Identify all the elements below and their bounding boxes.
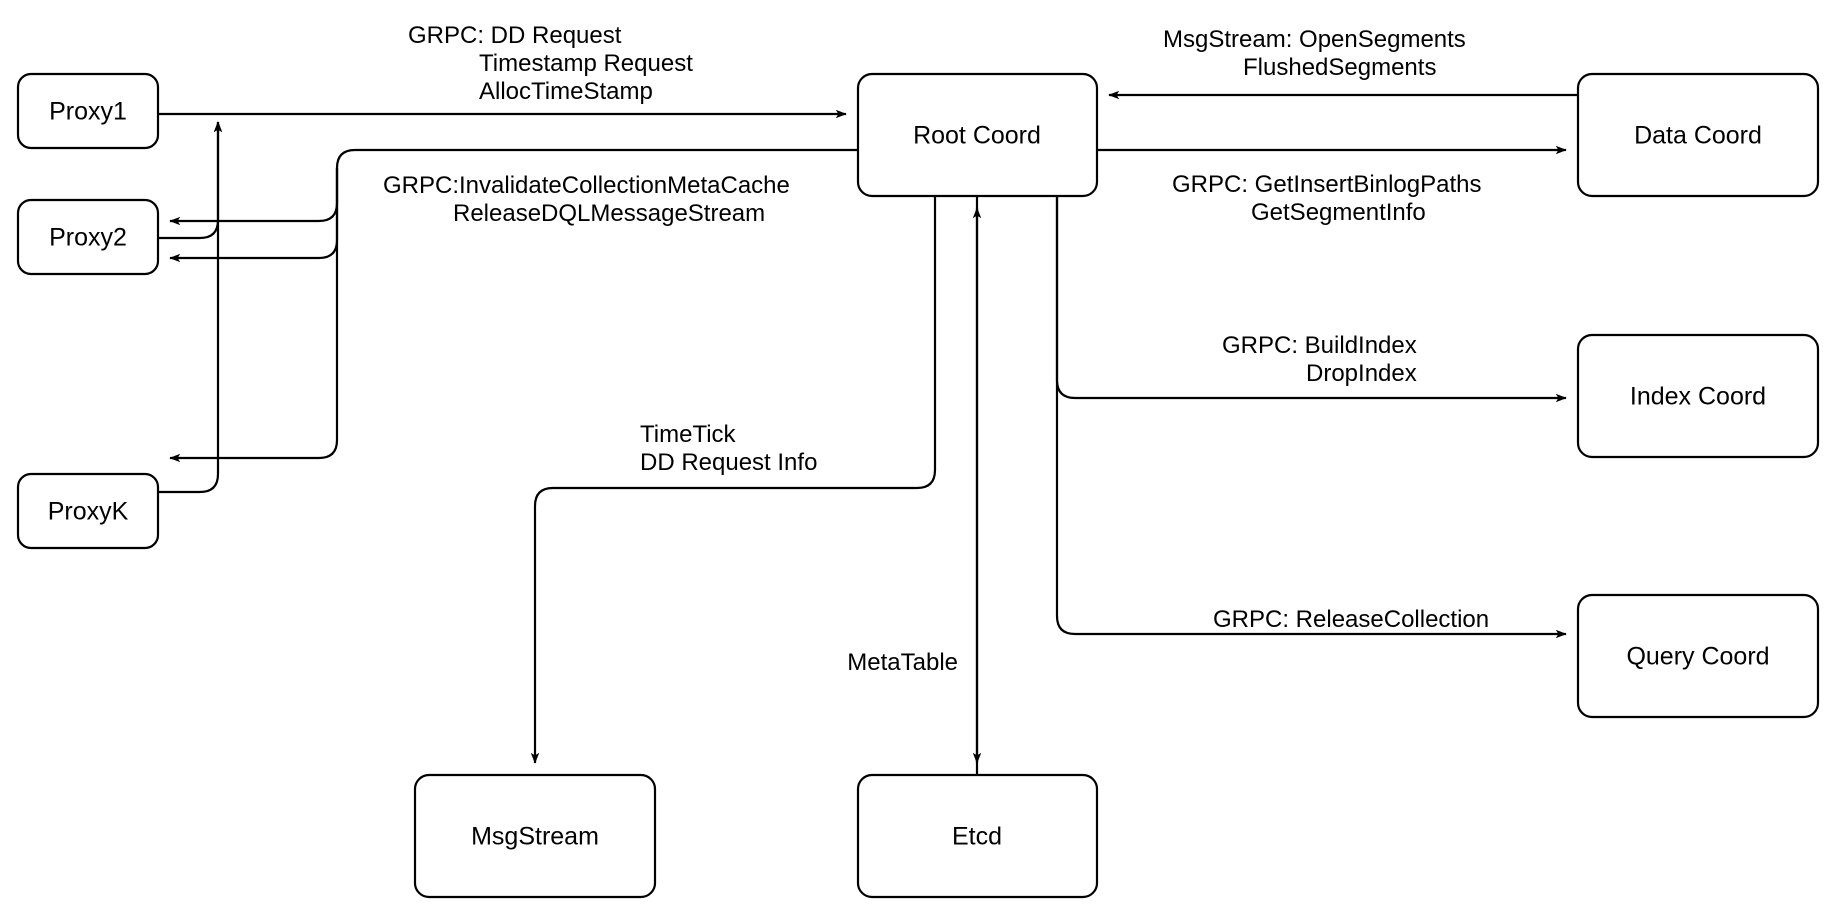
edge-label-grpc-get-insert-binlog-paths: GRPC: GetInsertBinlogPaths [1172, 171, 1481, 198]
node-root-coord[interactable]: Root Coord [856, 72, 1099, 198]
node-msgstream[interactable]: MsgStream [413, 773, 657, 899]
edge-label-time-tick: TimeTick [640, 421, 737, 448]
edge-label-flushed-segments: FlushedSegments [1243, 54, 1436, 81]
proxyk-box[interactable] [16, 472, 160, 550]
edge-label-invalidate-collection-meta-cache: GRPC:InvalidateCollectionMetaCache [383, 172, 790, 199]
edge-label-grpc-build-index: GRPC: BuildIndex [1222, 332, 1417, 359]
edge-label-msgstream-open-segments: MsgStream: OpenSegments [1163, 26, 1466, 53]
node-index-coord[interactable]: Index Coord [1576, 333, 1820, 459]
node-proxy2[interactable]: Proxy2 [16, 198, 160, 276]
data-coord-box[interactable] [1576, 72, 1820, 198]
index-coord-label: Index Coord [1630, 383, 1766, 411]
node-query-coord[interactable]: Query Coord [1576, 593, 1820, 719]
node-etcd[interactable]: Etcd [856, 773, 1099, 899]
root-coord-box[interactable] [856, 72, 1099, 198]
query-coord-label: Query Coord [1626, 643, 1769, 671]
edge-rootcoord-to-querycoord [1055, 196, 1567, 639]
query-coord-box[interactable] [1576, 593, 1820, 719]
root-coord-label: Root Coord [913, 122, 1041, 150]
edge-label-drop-index: DropIndex [1306, 360, 1417, 387]
edge-label-grpc-release-collection: GRPC: ReleaseCollection [1213, 606, 1489, 633]
msgstream-label: MsgStream [471, 823, 599, 851]
edge-label-timestamp-request: Timestamp Request [479, 50, 693, 77]
msgstream-box[interactable] [413, 773, 657, 899]
etcd-label: Etcd [952, 823, 1002, 851]
edge-label-get-segment-info: GetSegmentInfo [1251, 199, 1426, 226]
edge-proxyk-merge [158, 121, 223, 494]
node-proxyk[interactable]: ProxyK [16, 472, 160, 550]
data-coord-label: Data Coord [1634, 122, 1762, 150]
proxy2-box[interactable] [16, 198, 160, 276]
edge-label-alloc-timestamp: AllocTimeStamp [479, 78, 653, 105]
edge-label-dd-request-info: DD Request Info [640, 449, 817, 476]
edge-rootcoord-to-proxyk [169, 168, 339, 463]
edge-rootcoord-to-proxy2 [169, 168, 339, 263]
node-data-coord[interactable]: Data Coord [1576, 72, 1820, 198]
edge-rootcoord-to-msgstream [530, 196, 937, 764]
proxy1-label: Proxy1 [49, 98, 127, 126]
proxy2-label: Proxy2 [49, 224, 127, 252]
edge-label-grpc-dd-request: GRPC: DD Request [408, 22, 622, 49]
edge-label-release-dql-message-stream: ReleaseDQLMessageStream [453, 200, 765, 227]
index-coord-box[interactable] [1576, 333, 1820, 459]
proxyk-label: ProxyK [48, 498, 129, 526]
node-proxy1[interactable]: Proxy1 [16, 72, 160, 150]
etcd-box[interactable] [856, 773, 1099, 899]
proxy1-box[interactable] [16, 72, 160, 150]
edge-label-meta-table: MetaTable [847, 649, 958, 676]
